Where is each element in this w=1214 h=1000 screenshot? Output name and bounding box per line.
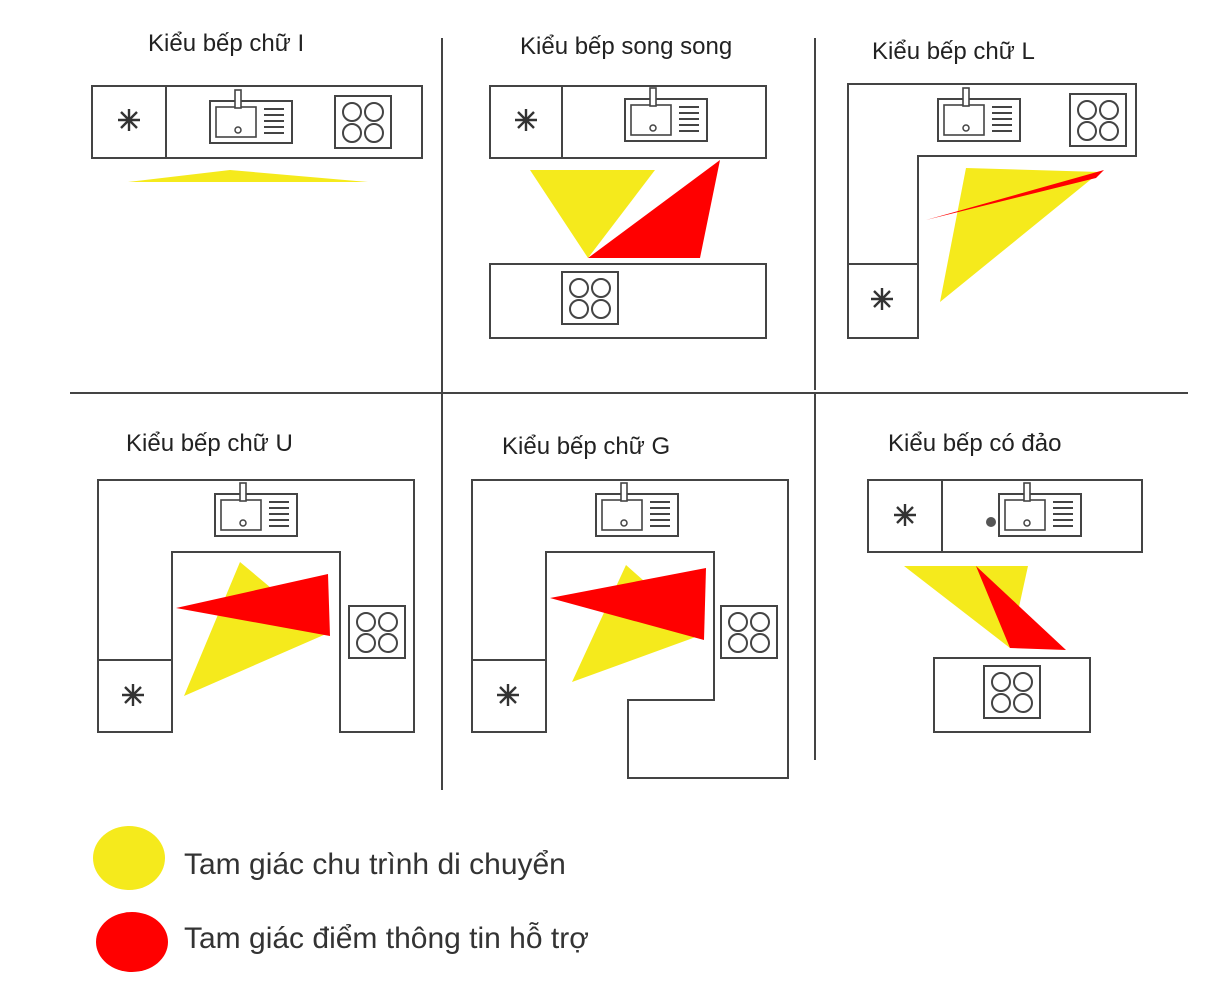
support-triangle <box>926 170 1104 220</box>
panel-g-shape <box>471 479 789 779</box>
work-triangle <box>572 565 704 682</box>
legend-swatch-red <box>96 912 168 972</box>
cooktop-icon <box>334 95 392 149</box>
snowflake-icon <box>120 682 146 708</box>
legend-label-work-triangle: Tam giác chu trình di chuyển <box>184 848 566 881</box>
work-triangle <box>530 170 655 258</box>
legend-label-support-triangle: Tam giác điểm thông tin hỗ trợ <box>184 922 589 955</box>
panel-title-g: Kiểu bếp chữ G <box>502 433 671 460</box>
snowflake-icon <box>892 502 918 528</box>
support-triangle <box>588 160 720 258</box>
panel-title-i: Kiểu bếp chữ I <box>148 30 305 57</box>
panel-title-u: Kiểu bếp chữ U <box>126 430 293 457</box>
panel-parallel <box>489 85 767 339</box>
support-triangle <box>976 566 1066 650</box>
snowflake-icon <box>869 286 895 312</box>
panel-title-l: Kiểu bếp chữ L <box>872 38 1035 65</box>
cooktop-icon <box>561 271 619 325</box>
panel-i-shape <box>91 85 423 182</box>
work-triangle <box>184 562 326 696</box>
cooktop-icon <box>983 665 1041 719</box>
work-triangle <box>940 168 1100 302</box>
cooktop-icon <box>1069 93 1127 147</box>
panel-title-parallel: Kiểu bếp song song <box>520 33 733 60</box>
fridge-cabinet <box>489 85 563 159</box>
panel-title-island: Kiểu bếp có đảo <box>888 430 1062 457</box>
panel-l-shape <box>847 83 1137 339</box>
panel-u-shape <box>97 479 415 733</box>
legend-swatch-yellow <box>93 826 165 890</box>
tap-dot <box>986 517 996 527</box>
cooktop-icon <box>720 605 778 659</box>
panel-island <box>867 479 1143 733</box>
snowflake-icon <box>513 107 539 133</box>
support-triangle <box>550 568 706 640</box>
counter-bottom <box>489 263 767 339</box>
snowflake-icon <box>116 107 142 133</box>
cooktop-icon <box>348 605 406 659</box>
work-triangle <box>128 170 368 182</box>
support-triangle <box>176 574 330 636</box>
snowflake-icon <box>495 682 521 708</box>
